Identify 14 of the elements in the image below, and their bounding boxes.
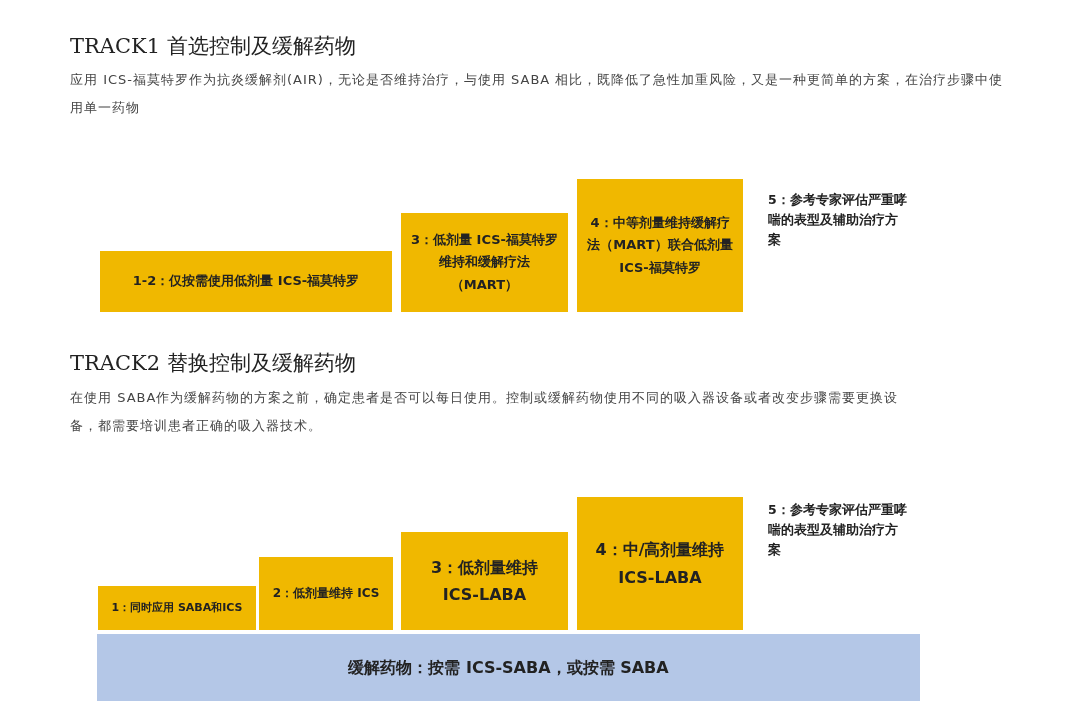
step-box: 4：中等剂量维持缓解疗法（MART）联合低剂量 ICS-福莫特罗 — [577, 179, 743, 312]
step-box: 3：低剂量 ICS-福莫特罗维持和缓解疗法（MART） — [401, 213, 568, 312]
step-note: 5：参考专家评估严重哮喘的表型及辅助治疗方案 — [768, 191, 908, 249]
step-note: 5：参考专家评估严重哮喘的表型及辅助治疗方案 — [768, 501, 908, 559]
step-box: 3：低剂量维持 ICS-LABA — [401, 532, 568, 630]
reliever-band: 缓解药物：按需 ICS-SABA，或按需 SABA — [97, 634, 920, 701]
step-box: 4：中/高剂量维持 ICS-LABA — [577, 497, 743, 630]
track-heading: TRACK2 替换控制及缓解药物 — [70, 350, 356, 377]
step-box: 1：同时应用 SABA和ICS — [98, 586, 256, 630]
step-box: 2：低剂量维持 ICS — [259, 557, 393, 630]
description-text: 应用 ICS-福莫特罗作为抗炎缓解剂(AIR)，无论是否维持治疗，与使用 SABA 相比，既降低了急性加重风险，又是一种更简单的方案，在治疗步骤中使用单一药物 — [70, 71, 1005, 117]
track-heading: TRACK1 首选控制及缓解药物 — [70, 33, 356, 60]
description-text: 在使用 SABA作为缓解药物的方案之前，确定患者是否可以每日使用。控制或缓解药物使用不同的吸入器设备或者改变步骤需要更换设备，都需要培训患者正确的吸入器技术。 — [70, 389, 900, 435]
step-box: 1-2：仅按需使用低剂量 ICS-福莫特罗 — [100, 251, 392, 312]
